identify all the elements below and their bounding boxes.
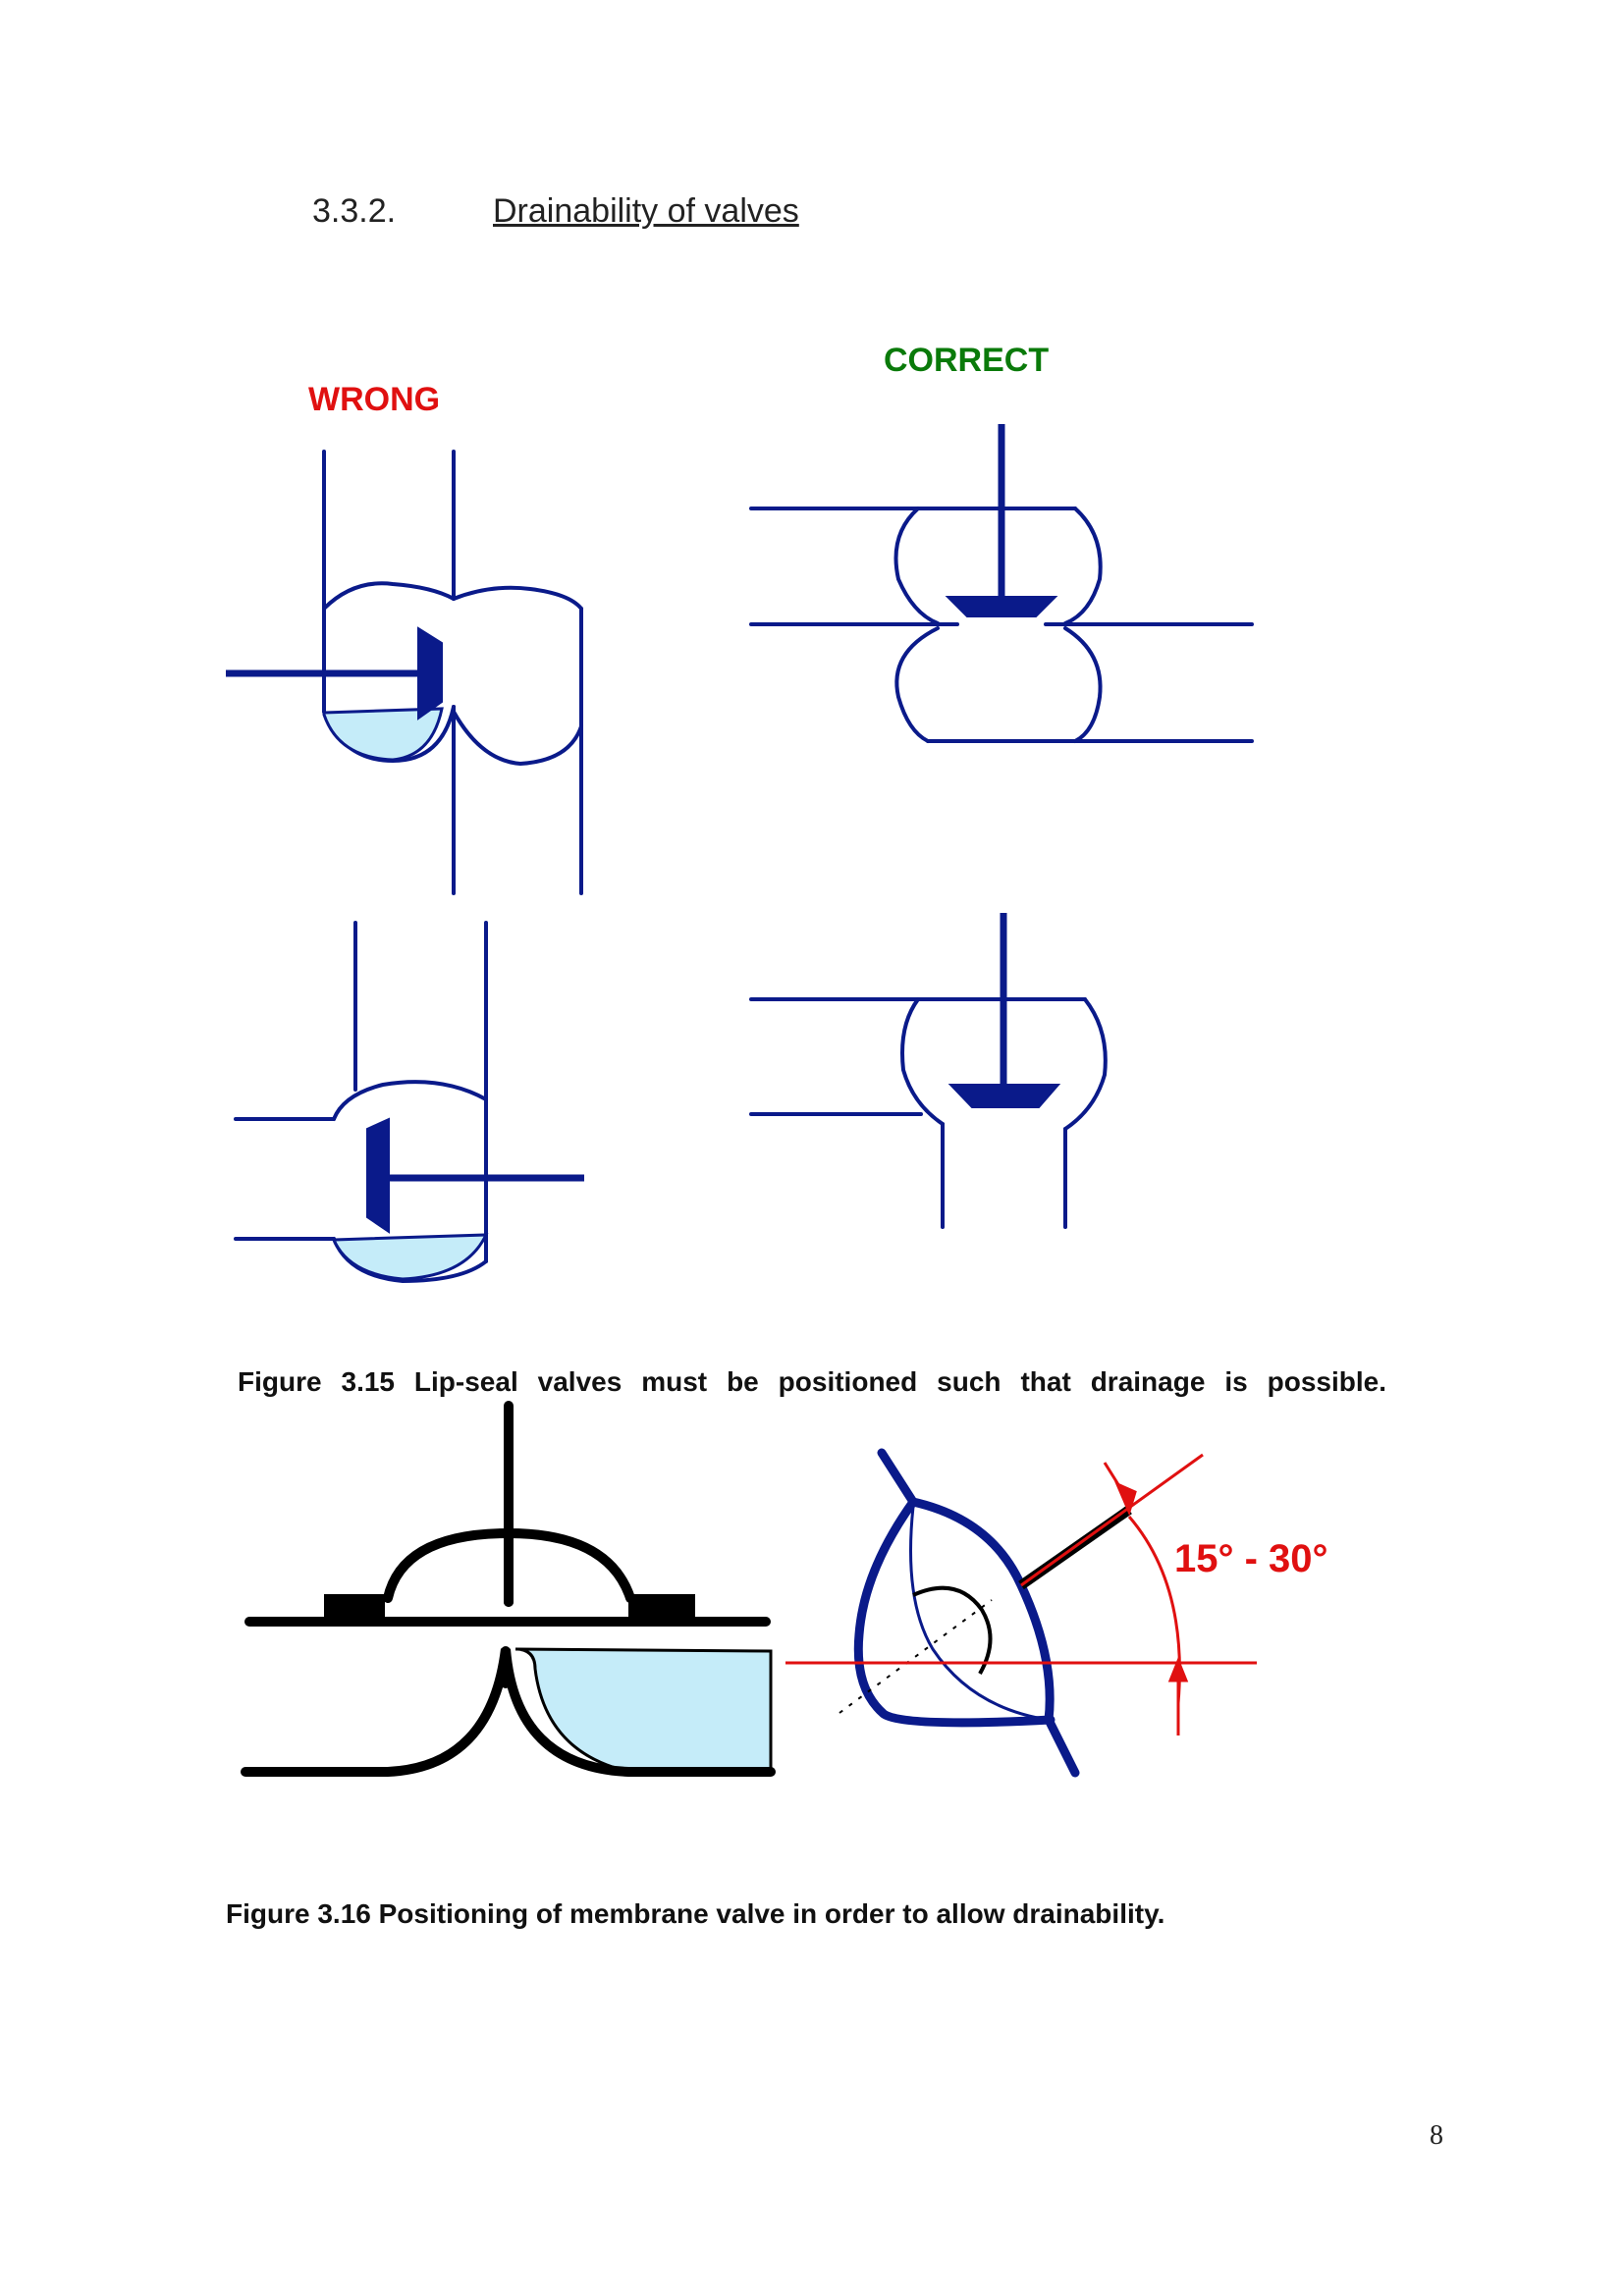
angle-indicator	[785, 1453, 1257, 1735]
page-number: 8	[1430, 2120, 1443, 2151]
water-wrong-top	[322, 707, 444, 762]
valve-stems	[226, 424, 1061, 1234]
label-wrong: WRONG	[308, 381, 441, 418]
angled-membrane-valve	[839, 1448, 1132, 1778]
figure-3-16-caption: Figure 3.16 Positioning of membrane valv…	[226, 1898, 1165, 1929]
label-correct: CORRECT	[884, 342, 1050, 379]
correct-horizontal-valve	[749, 507, 1254, 743]
correct-bottom-valve	[749, 997, 1108, 1229]
section-number: 3.3.2.	[312, 192, 397, 230]
figure-3-15-caption: Figure 3.15 Lip-seal valves must be posi…	[238, 1366, 1386, 1397]
wrong-bottom-valve	[234, 921, 488, 1284]
angle-label: 15° - 30°	[1174, 1537, 1328, 1580]
water-wrong-bottom	[331, 1233, 489, 1281]
section-title: Drainability of valves	[493, 192, 799, 230]
wrong-vertical-valve	[322, 450, 583, 895]
membrane-valve	[241, 1401, 776, 1777]
